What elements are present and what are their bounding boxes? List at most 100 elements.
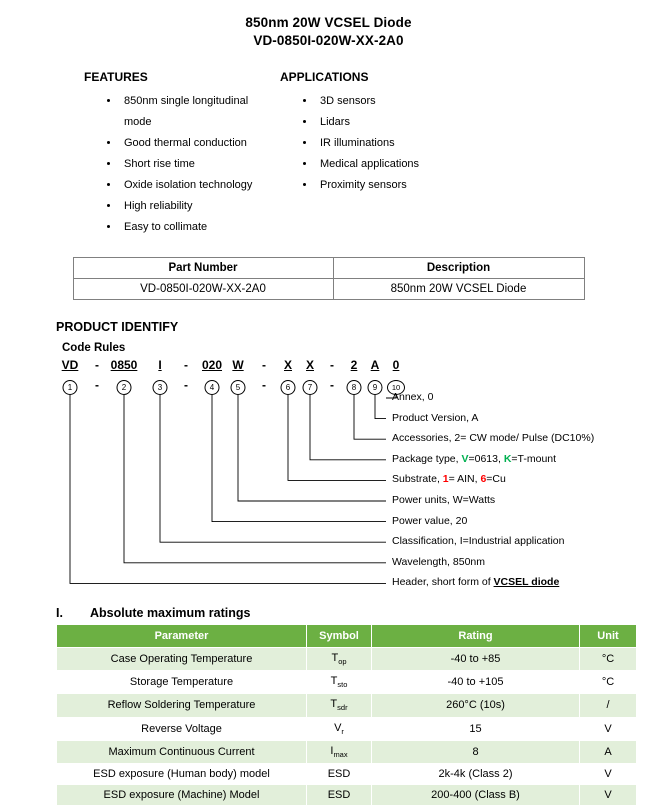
feature-item-2: Short rise time [120, 154, 268, 175]
legend-label-7: Package type, V=0613, K=T-mount [392, 452, 557, 465]
code-index-circle-9: 9 [367, 380, 383, 395]
code-index-circle-8: 8 [346, 380, 362, 395]
feature-item-4: High reliability [120, 196, 268, 217]
legend-label-3: Classification, I=Industrial application [392, 535, 565, 548]
product-identify-heading: PRODUCT IDENTIFY [56, 320, 179, 334]
cell-unit: °C [579, 670, 637, 695]
code-token-6: X [283, 358, 293, 372]
code-token-3: I [158, 358, 162, 372]
leader-line-3 [159, 395, 386, 543]
code-separator-4: - [330, 358, 334, 372]
feature-item-3: Oxide isolation technology [120, 175, 268, 196]
code-token-2: 0850 [110, 358, 138, 372]
cell-rating: -40 to +85 [371, 646, 580, 672]
application-item-3: Medical applications [316, 154, 568, 175]
ratings-table-wrapper: Parameter Symbol Rating Unit Case Operat… [56, 624, 637, 806]
code-token-10: 0 [392, 358, 400, 372]
leader-lines [69, 395, 397, 584]
part-number-table: Part Number Description VD-0850I-020W-XX… [72, 257, 585, 300]
leader-line-9 [374, 395, 386, 420]
cell-symbol: ESD [306, 762, 372, 785]
code-separator-2: - [184, 358, 188, 372]
cell-unit: A [579, 739, 637, 764]
code-index-circle-5: 5 [230, 380, 246, 395]
legend-label-1: Header, short form of VCSEL diode [392, 576, 560, 589]
leader-line-7 [309, 395, 386, 461]
legend-label-4: Power value, 20 [392, 514, 468, 527]
cell-rating: -40 to +105 [371, 670, 580, 695]
code-token-4: 020 [201, 358, 223, 372]
leader-line-5 [237, 395, 386, 502]
cell-unit: V [579, 716, 637, 741]
table-row: VD-0850I-020W-XX-2A0 850nm 20W VCSEL Dio… [72, 278, 585, 300]
code-index-circle-10: 10 [387, 380, 405, 395]
leader-line-10 [386, 395, 397, 399]
features-column: FEATURES 850nm single longitudinal modeG… [0, 70, 268, 238]
code-token-8: 2 [350, 358, 358, 372]
cell-unit: / [579, 693, 637, 718]
cell-symbol: Tsto [306, 670, 372, 695]
cell-parameter: Maximum Continuous Current [56, 739, 307, 764]
leader-line-6 [287, 395, 386, 481]
legend-label-5: Power units, W=Watts [392, 494, 496, 506]
section-number: I. [56, 606, 63, 620]
cell-parameter: Reflow Soldering Temperature [56, 693, 307, 718]
column-header-symbol: Symbol [306, 624, 372, 648]
cell-rating: 15 [371, 716, 580, 741]
feature-item-5: Easy to collimate [120, 217, 268, 238]
code-separator-3: - [262, 358, 266, 372]
leader-line-1 [69, 395, 386, 584]
cell-parameter: Storage Temperature [56, 670, 307, 695]
cell-symbol: Vr [306, 716, 372, 741]
cell-unit: V [579, 762, 637, 785]
feature-item-1: Good thermal conduction [120, 133, 268, 154]
application-item-2: IR illuminations [316, 133, 568, 154]
title-line-1: 850nm 20W VCSEL Diode [245, 15, 412, 30]
features-heading: FEATURES [84, 70, 148, 84]
code-token-1: VD [61, 358, 79, 372]
code-index-circle-2: 2 [116, 380, 132, 395]
cell-symbol: Tsdr [306, 693, 372, 718]
cell-parameter: ESD exposure (Human body) model [56, 762, 307, 785]
title-line-2: VD-0850I-020W-XX-2A0 [253, 33, 404, 48]
cell-parameter: Reverse Voltage [56, 716, 307, 741]
code-rules-heading: Code Rules [62, 342, 126, 354]
feature-item-0: 850nm single longitudinal mode [120, 91, 268, 133]
absolute-maximum-ratings-table: Parameter Symbol Rating Unit Case Operat… [56, 624, 637, 806]
cell-symbol: ESD [306, 783, 372, 806]
code-separator-1: - [95, 358, 99, 372]
code-token-9: A [370, 358, 380, 372]
circle-separator-1: - [95, 378, 99, 392]
code-token-7: X [305, 358, 315, 372]
cell-parameter: ESD exposure (Machine) Model [56, 783, 307, 806]
leader-line-8 [353, 395, 386, 440]
table-header-row: Parameter Symbol Rating Unit [56, 624, 637, 648]
features-applications-section: FEATURES 850nm single longitudinal modeG… [0, 70, 657, 238]
circle-separator-4: - [330, 378, 334, 392]
cell-symbol: Imax [306, 739, 372, 764]
column-header-unit: Unit [579, 624, 637, 648]
cell-rating: 200-400 (Class B) [371, 783, 580, 806]
table-header-row: Part Number Description [72, 257, 585, 279]
cell-parameter: Case Operating Temperature [56, 646, 307, 672]
cell-symbol: Top [306, 646, 372, 672]
document-title: 850nm 20W VCSEL Diode VD-0850I-020W-XX-2… [0, 0, 657, 50]
column-header-parameter: Parameter [56, 624, 307, 648]
code-index-circle-6: 6 [280, 380, 296, 395]
circle-separator-3: - [262, 378, 266, 392]
cell-rating: 8 [371, 739, 580, 764]
cell-rating: 260°C (10s) [371, 693, 580, 718]
leader-line-2 [123, 395, 386, 564]
legend-label-9: Product Version, A [392, 411, 479, 424]
part-number-header: Part Number [72, 257, 334, 279]
column-header-rating: Rating [371, 624, 580, 648]
cell-rating: 2k-4k (Class 2) [371, 762, 580, 785]
description-value: 850nm 20W VCSEL Diode [332, 278, 585, 300]
legend-label-10: Annex, 0 [392, 391, 434, 403]
